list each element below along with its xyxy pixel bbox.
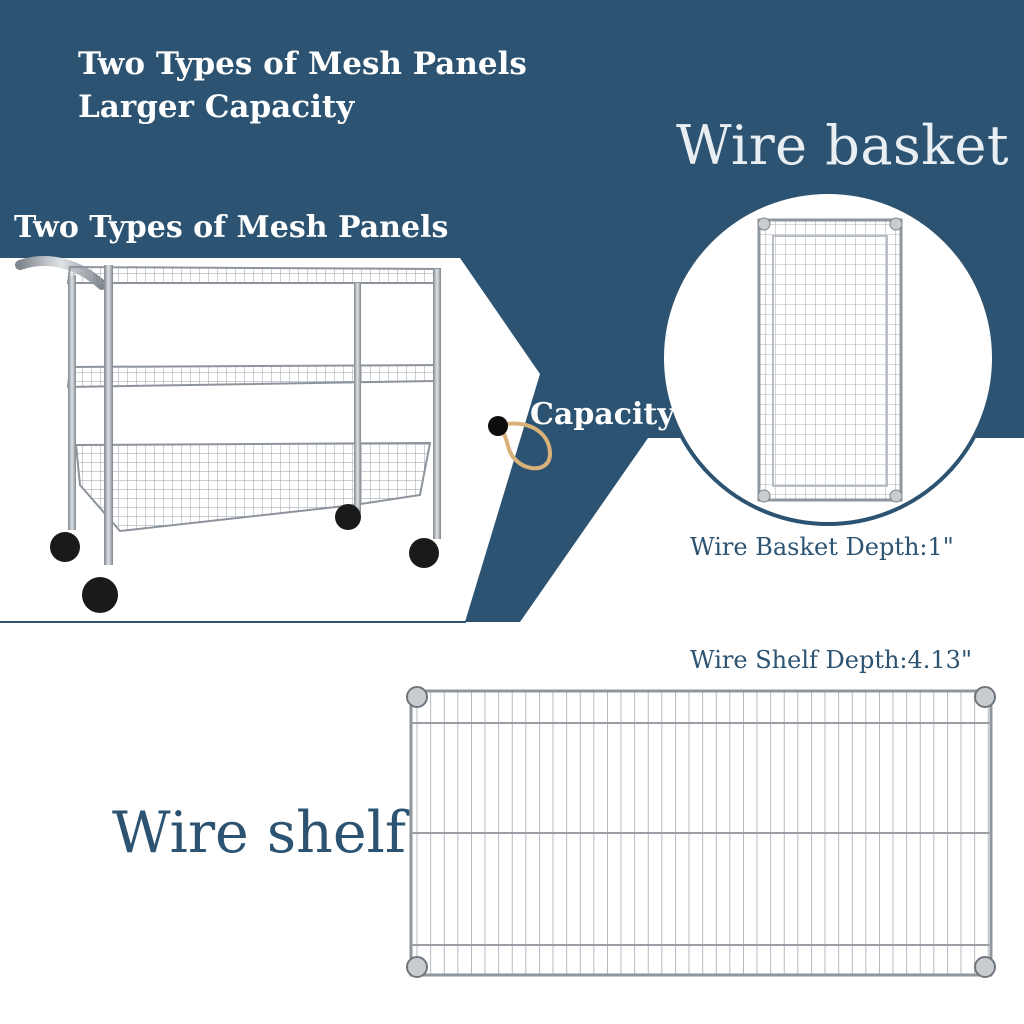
wire-basket-title: Wire basket bbox=[676, 114, 1010, 177]
utility-cart-image bbox=[15, 256, 442, 613]
wire-shelf-depth-label: Wire Shelf Depth:4.13" bbox=[690, 646, 972, 674]
wire-shelf-image bbox=[406, 686, 996, 978]
cart-caption: Two Types of Mesh Panels bbox=[14, 210, 449, 245]
headline-line-2: Larger Capacity bbox=[78, 89, 355, 125]
wire-shelf-title: Wire shelf bbox=[112, 800, 406, 866]
wire-basket-depth-label: Wire Basket Depth:1" bbox=[690, 533, 954, 561]
headline-line-1: Two Types of Mesh Panels bbox=[78, 46, 527, 82]
hang-tag-icon bbox=[488, 416, 553, 471]
cart-photo-panel bbox=[0, 258, 540, 622]
wire-basket-image bbox=[757, 217, 903, 503]
label-capacity: Capacity bbox=[530, 397, 675, 432]
